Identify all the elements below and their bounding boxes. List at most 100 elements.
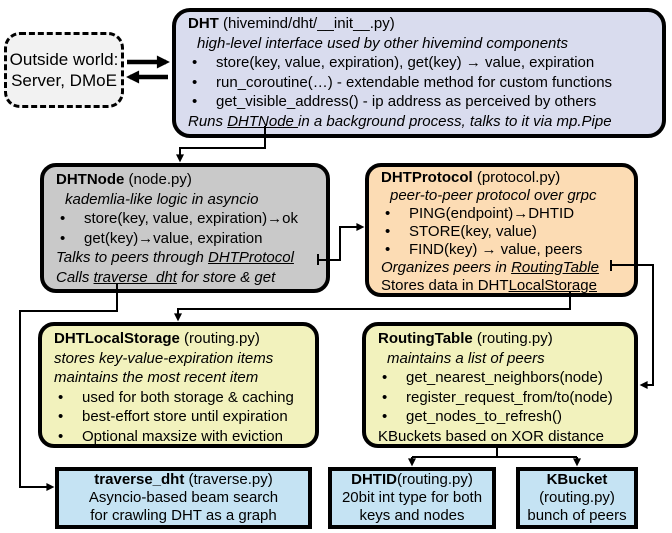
text-line: • run_coroutine(…) - extendable method fo… bbox=[188, 73, 656, 93]
text-segment: 20bit int type for both bbox=[341, 489, 483, 506]
text-segment: • bbox=[192, 73, 198, 91]
text-segment: kademlia-like logic in asyncio bbox=[65, 190, 259, 208]
text-line: Server, DMoE bbox=[7, 70, 121, 91]
text-segment: keys and nodes bbox=[359, 507, 465, 524]
text-line: Talks to peers through DHTProtocol bbox=[56, 248, 320, 268]
text-segment: stores key-value-expiration items bbox=[54, 349, 274, 367]
text-line: • Optional maxsize with eviction bbox=[54, 427, 309, 447]
text-segment: KBucket bbox=[546, 471, 608, 488]
dhtlocalstorage-box: DHTLocalStorage (routing.py)stores key-v… bbox=[38, 322, 319, 448]
routingtable-box: RoutingTable (routing.py) maintains a lis… bbox=[362, 322, 638, 448]
text-segment: (routing.py) bbox=[472, 330, 553, 347]
text-line: •register_request_from/to(node) bbox=[378, 388, 628, 408]
text-segment: DHTNode bbox=[227, 112, 299, 130]
text-segment: • bbox=[58, 427, 64, 445]
text-segment: • bbox=[382, 369, 388, 387]
text-segment: DHTProtocol bbox=[208, 249, 294, 266]
text-segment: traverse_dht bbox=[94, 471, 185, 488]
text-segment: • bbox=[60, 229, 66, 247]
text-segment: run_coroutine(…) - extendable method for… bbox=[216, 73, 613, 91]
text-segment: RoutingTable bbox=[511, 259, 599, 276]
text-segment: Runs bbox=[188, 112, 228, 130]
text-segment: store(key, value, expiration), get(key) … bbox=[216, 54, 595, 71]
text-segment: Stores data in DHT bbox=[381, 277, 509, 294]
text-line: KBuckets based on XOR distance bbox=[378, 427, 628, 447]
text-line: •best-effort store until expiration bbox=[54, 407, 309, 427]
text-segment: Optional maxsize with eviction bbox=[82, 427, 283, 445]
text-segment: • bbox=[382, 408, 388, 426]
text-line: • get_visible_address() - ip address as p… bbox=[188, 92, 656, 112]
text-segment: (traverse.py) bbox=[184, 471, 273, 488]
text-line: DHTNode (node.py) bbox=[56, 170, 320, 190]
text-segment: register_request_from/to(node) bbox=[406, 388, 613, 406]
text-segment: DHT bbox=[188, 15, 219, 32]
dhtnode-box: DHTNode (node.py)kademlia-like logic in … bbox=[40, 163, 330, 293]
text-segment: Calls bbox=[56, 268, 94, 286]
text-line: DHTProtocol (protocol.py) bbox=[381, 169, 628, 187]
dhtprotocol-box: DHTProtocol (protocol.py)peer-to-peer pr… bbox=[365, 163, 638, 297]
text-line: •FIND(key) → value, peers bbox=[381, 241, 628, 259]
text-segment: RoutingTable bbox=[378, 330, 473, 347]
text-segment: • bbox=[192, 93, 198, 110]
traverse-dht-box: traverse_dht (traverse.py)Asyncio-based … bbox=[55, 467, 312, 529]
text-line: • get_nearest_neighbors(node) bbox=[378, 368, 628, 388]
text-line: maintains a list of peers bbox=[378, 349, 628, 369]
text-line: peer-to-peer protocol over grpc bbox=[381, 187, 628, 205]
text-segment: Outside world: bbox=[9, 50, 119, 69]
text-line: • STORE(key, value) bbox=[381, 223, 628, 241]
text-line: • used for both storage & caching bbox=[54, 388, 309, 408]
text-segment: • bbox=[58, 408, 64, 426]
text-segment: in a background process, talks to it via… bbox=[298, 112, 612, 130]
text-line: DHTID(routing.py) bbox=[332, 471, 492, 489]
text-segment: bunch of peers bbox=[527, 507, 627, 524]
text-line: traverse_dht (traverse.py) bbox=[59, 471, 308, 489]
text-line: •store(key, value, expiration)→ok bbox=[56, 209, 320, 229]
text-segment: get_nodes_to_refresh() bbox=[406, 408, 562, 426]
text-segment: get(key)→value, expiration bbox=[84, 229, 263, 247]
text-line: Organizes peers in RoutingTable bbox=[381, 259, 628, 277]
text-segment: (routing.py) bbox=[396, 471, 473, 488]
text-line: 20bit int type for both bbox=[332, 489, 492, 507]
kbucket-box: KBucket(routing.py)bunch of peers bbox=[516, 467, 638, 529]
text-segment: peer-to-peer protocol over grpc bbox=[390, 187, 597, 204]
text-line: KBucket bbox=[520, 471, 634, 489]
text-segment: (hivemind/dht/__init__.py) bbox=[218, 15, 395, 32]
text-line: DHT (hivemind/dht/__init__.py) bbox=[188, 14, 656, 34]
dht-box: DHT (hivemind/dht/__init__.py)high-level… bbox=[172, 8, 666, 138]
text-segment: Asyncio-based beam search bbox=[88, 489, 279, 506]
outside-world-box: Outside world: Server, DMoE bbox=[4, 32, 124, 108]
text-segment: used for both storage & caching bbox=[82, 388, 294, 406]
text-segment: for crawling DHT as a graph bbox=[90, 507, 277, 524]
text-line: • PING(endpoint)→DHTID bbox=[381, 205, 628, 223]
text-segment: traverse_dht bbox=[93, 268, 177, 286]
text-segment: PING(endpoint)→DHTID bbox=[409, 205, 575, 222]
text-segment: Talks to peers through bbox=[56, 249, 209, 266]
text-segment: LocalStorage bbox=[508, 277, 597, 294]
text-segment: • bbox=[60, 210, 66, 227]
text-line: (routing.py) bbox=[520, 489, 634, 507]
text-segment: (node.py) bbox=[124, 171, 192, 188]
text-segment: • bbox=[385, 205, 391, 222]
text-segment: STORE(key, value) bbox=[409, 223, 537, 240]
text-line: kademlia-like logic in asyncio bbox=[56, 190, 320, 210]
text-line: high-level interface used by other hivem… bbox=[188, 34, 656, 54]
text-segment: high-level interface used by other hivem… bbox=[197, 34, 569, 52]
text-line: • get(key)→value, expiration bbox=[56, 229, 320, 249]
text-segment: • bbox=[58, 388, 64, 406]
text-segment: Organizes peers in bbox=[381, 259, 512, 276]
text-segment: Server, DMoE bbox=[11, 71, 117, 90]
text-line: keys and nodes bbox=[332, 507, 492, 525]
text-segment: DHTID bbox=[351, 471, 397, 488]
text-segment: • bbox=[385, 223, 391, 240]
text-line: Runs DHTNode in a background process, ta… bbox=[188, 112, 656, 132]
text-segment: get_nearest_neighbors(node) bbox=[406, 369, 603, 387]
text-segment: • bbox=[385, 241, 391, 258]
text-line: Asyncio-based beam search bbox=[59, 489, 308, 507]
text-segment: get_visible_address() - ip address as pe… bbox=[216, 93, 597, 110]
text-line: Stores data in DHTLocalStorage bbox=[381, 277, 628, 295]
text-segment: DHTNode bbox=[56, 171, 125, 188]
text-line: Outside world: bbox=[7, 49, 121, 70]
text-line: Calls traverse_dht for store & get bbox=[56, 268, 320, 288]
text-line: stores key-value-expiration items bbox=[54, 349, 309, 369]
